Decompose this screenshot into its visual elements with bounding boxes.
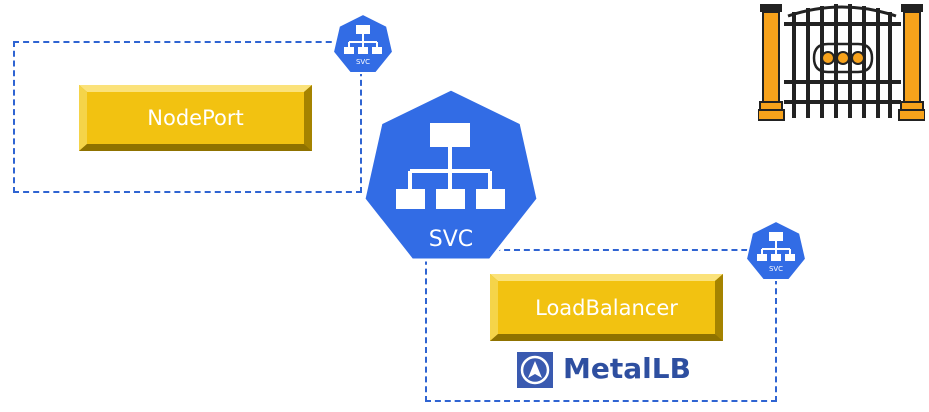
nodeport-group-outline bbox=[13, 41, 362, 193]
loadbalancer-label: LoadBalancer bbox=[535, 295, 678, 320]
svc-small-right-label: SVC bbox=[768, 265, 784, 273]
svc-small-top-label: SVC bbox=[355, 58, 371, 66]
svc-small-right-icon: SVC bbox=[745, 220, 807, 282]
svc-small-top-icon: SVC bbox=[332, 13, 394, 75]
metallb-logo-icon bbox=[517, 352, 553, 388]
gate-icon bbox=[757, 2, 926, 126]
nodeport-box: NodePort bbox=[79, 85, 312, 151]
metallb-label: MetalLB bbox=[563, 352, 691, 385]
loadbalancer-group-outline bbox=[425, 249, 777, 402]
svc-main-icon: SVC bbox=[361, 87, 541, 265]
loadbalancer-box: LoadBalancer bbox=[490, 274, 723, 341]
svc-main-label: SVC bbox=[428, 227, 474, 252]
nodeport-label: NodePort bbox=[147, 106, 244, 130]
